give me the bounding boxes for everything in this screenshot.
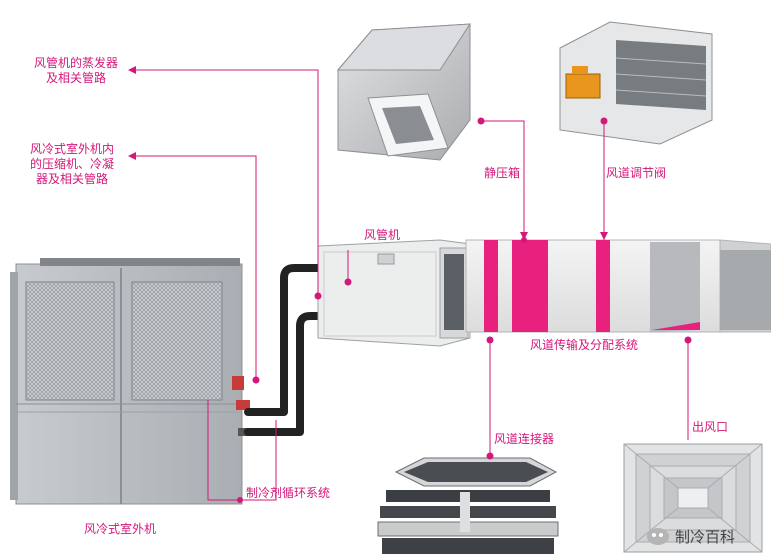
label-fan-coil: 风管机 [364, 228, 401, 242]
wechat-icon [647, 528, 669, 545]
air-outlet-graphic [623, 443, 763, 553]
leader-lines [134, 69, 689, 501]
label-evaporator: 风管机的蒸发器 及相关管路 [34, 56, 119, 85]
refrigerant-pipes [244, 264, 416, 436]
label-damper: 风道调节阀 [606, 166, 667, 180]
label-outdoor-internal: 风冷式室外机内 的压缩机、冷凝 器及相关管路 [30, 142, 115, 186]
label-duct-connector: 风道连接器 [494, 432, 555, 446]
static-pressure-box-graphic [336, 23, 471, 161]
label-refrigerant-system: 制冷剂循环系统 [246, 486, 331, 500]
duct-connector-graphic [377, 457, 559, 554]
watermark: 制冷百科 [647, 526, 735, 547]
label-duct-system: 风道传输及分配系统 [530, 338, 639, 352]
fan-coil-graphic [317, 239, 471, 347]
label-outdoor-unit: 风冷式室外机 [84, 522, 157, 536]
label-static-box: 静压箱 [484, 166, 521, 180]
duct-system-graphic [465, 239, 771, 333]
leader-arrowheads [128, 66, 608, 240]
outdoor-unit-graphic [10, 258, 250, 505]
leader-dots [237, 117, 692, 503]
label-outlet: 出风口 [692, 420, 729, 434]
duct-damper-graphic [559, 21, 713, 145]
watermark-text: 制冷百科 [675, 528, 736, 546]
